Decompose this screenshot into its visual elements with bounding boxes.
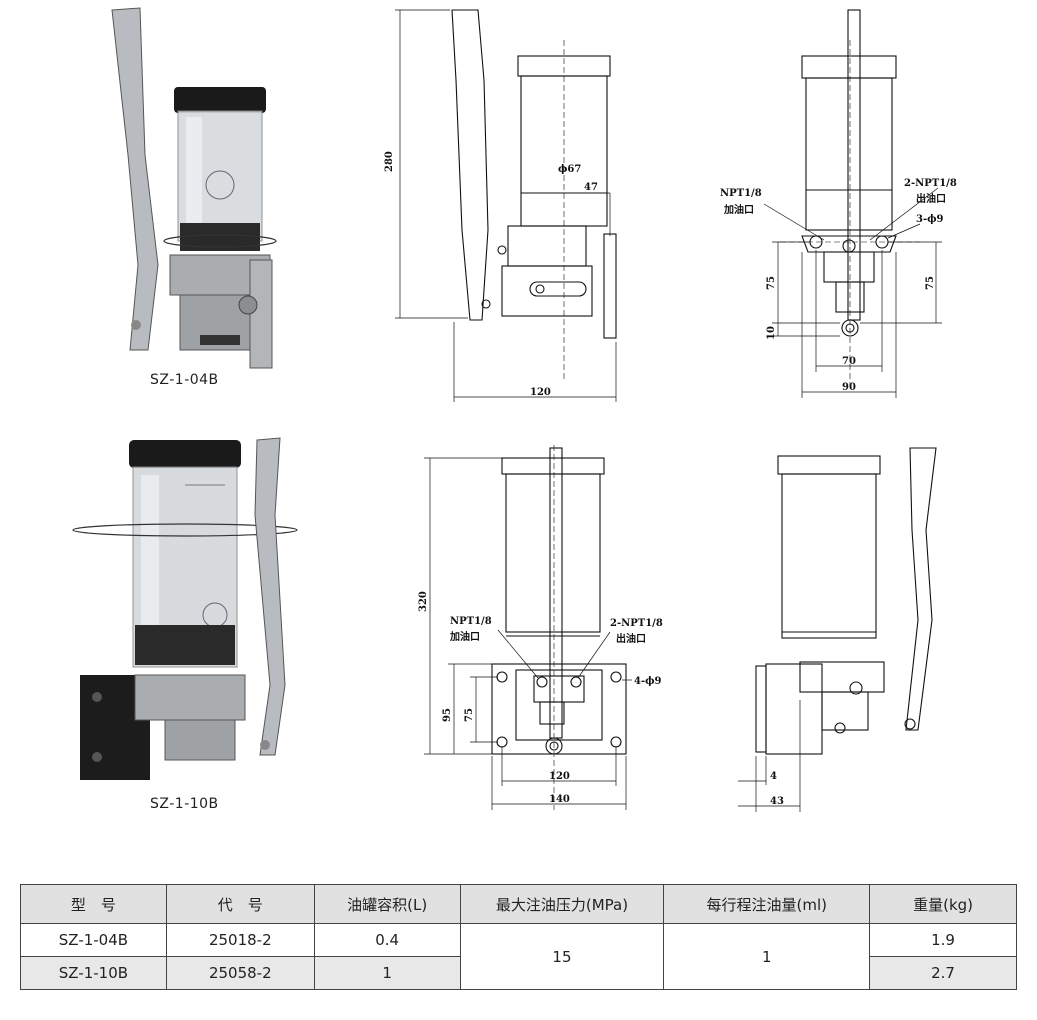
dim-75-right: 75 [925,276,936,290]
dim-90: 90 [842,382,856,393]
cell-weight: 2.7 [869,956,1017,990]
dim-43: 43 [770,796,784,807]
dim-phi67: ϕ67 [558,164,581,175]
header-volume: 油罐容积(L) [313,884,461,924]
dim-320: 320 [418,591,429,612]
dim-75: 75 [464,708,475,722]
label-inlet: NPT1/8 [720,188,762,199]
dim-140: 140 [549,794,570,805]
table-header-row: 型 号 代 号 油罐容积(L) 最大注油压力(MPa) 每行程注油量(ml) 重… [20,884,1017,924]
dim-10: 10 [766,326,777,340]
pump-photo-sz-1-10b [72,437,298,780]
dim-70: 70 [842,356,856,367]
dim-75-left: 75 [766,276,777,290]
dim-95: 95 [442,708,453,722]
cell-model: SZ-1-10B [20,956,167,990]
drawing-bottom-side-view: 4 43 [738,447,937,812]
label-outlet: 2-NPT1/8 [904,178,957,189]
dim-47: 47 [584,182,598,193]
drawing-top-front-view: NPT1/8 加油口 2-NPT1/8 出油口 3-ϕ9 75 10 75 70… [720,9,957,398]
pump-photo-sz-1-04b [111,7,277,369]
label-inlet-cn-bottom: 加油口 [449,630,480,643]
header-weight: 重量(kg) [869,884,1017,924]
cell-stroke: 1 [663,923,871,990]
cell-volume: 0.4 [313,923,461,957]
label-holes: 3-ϕ9 [916,214,944,225]
table-row: SZ-1-04B 25018-2 0.4 15 1 1.9 [20,923,1017,990]
product-caption-2: SZ-1-10B [150,796,219,812]
label-outlet-cn-bottom: 出油口 [616,632,646,645]
label-holes-bottom: 4-ϕ9 [634,676,662,687]
cell-volume: 1 [313,956,461,990]
dim-280: 280 [384,151,395,172]
cell-weight: 1.9 [869,923,1017,957]
spec-table: 型 号 代 号 油罐容积(L) 最大注油压力(MPa) 每行程注油量(ml) 重… [20,884,1017,990]
dim-120-bottom: 120 [549,771,570,782]
label-outlet-cn: 出油口 [916,192,946,205]
header-stroke: 每行程注油量(ml) [663,884,871,924]
drawing-bottom-front-view: 320 95 75 120 140 NPT1/8 加油口 2-NPT1/8 出油… [418,445,663,810]
cell-model: SZ-1-04B [20,923,167,957]
product-caption-1: SZ-1-04B [150,372,219,388]
label-inlet-bottom: NPT1/8 [450,616,492,627]
drawing-top-side-view: 280 120 ϕ67 47 [384,9,617,402]
cell-code: 25058-2 [165,956,315,990]
table-row: SZ-1-10B 25058-2 1 2.7 [20,956,1017,990]
header-code: 代 号 [165,884,315,924]
dim-120: 120 [530,387,551,398]
header-pressure: 最大注油压力(MPa) [459,884,665,924]
header-model: 型 号 [20,884,167,924]
label-outlet-bottom: 2-NPT1/8 [610,618,663,629]
label-inlet-cn: 加油口 [723,203,754,216]
cell-code: 25018-2 [165,923,315,957]
cell-pressure: 15 [459,923,665,990]
dim-4: 4 [770,771,777,782]
